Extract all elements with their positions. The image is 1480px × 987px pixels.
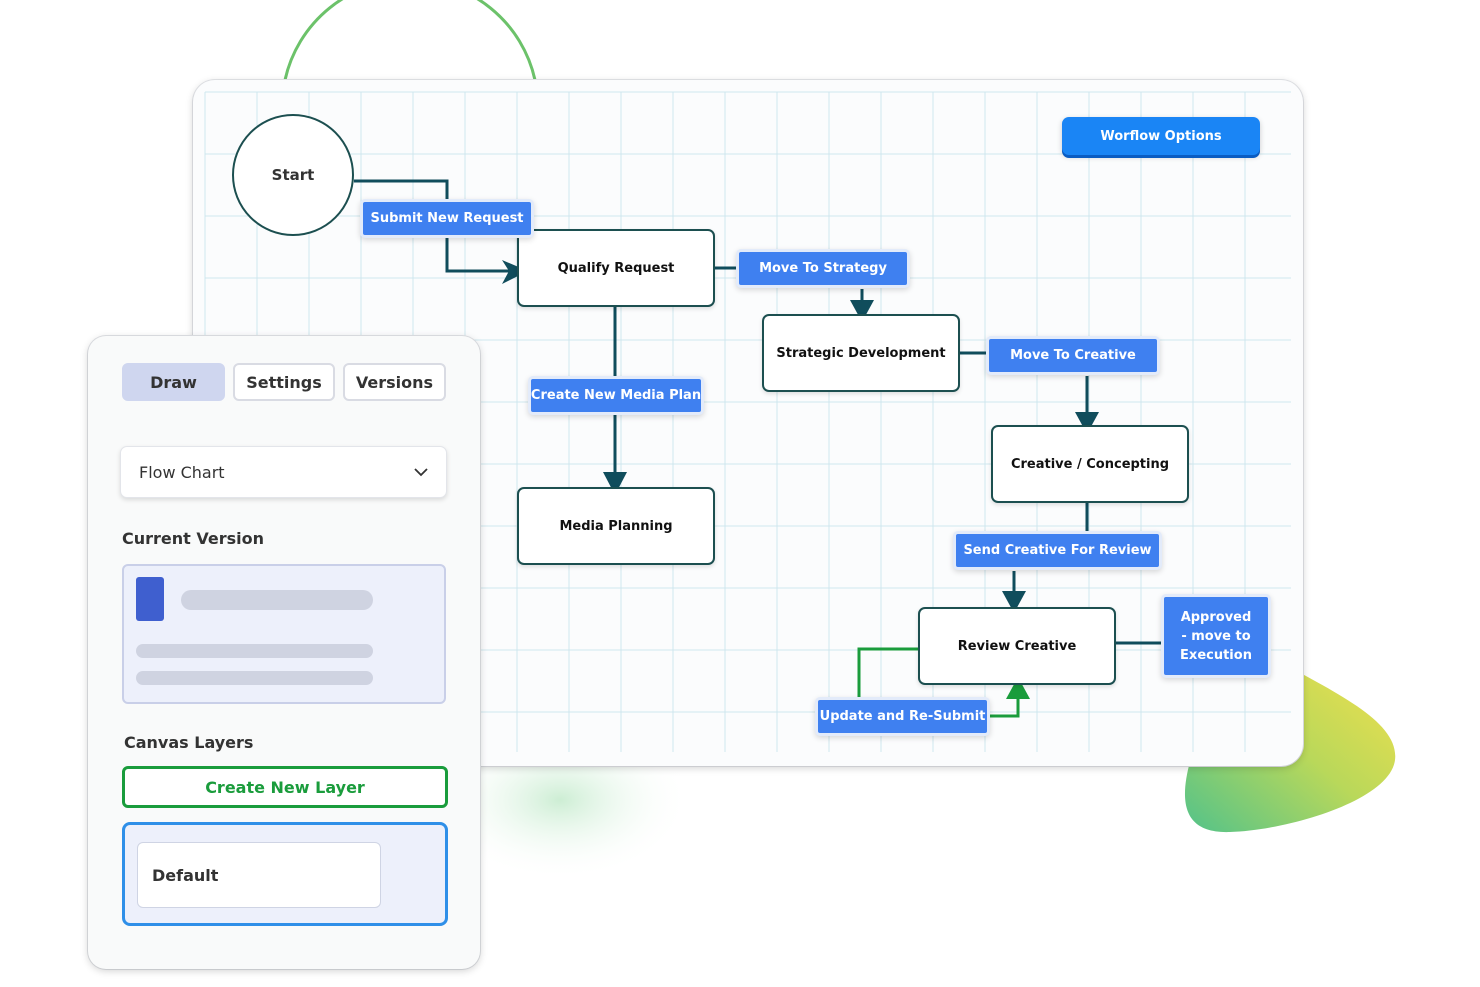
tool-panel: Draw Settings Versions Flow Chart Curren… — [88, 336, 480, 969]
transition-approved-move-to-execution[interactable]: Approved - move to Execution — [1161, 594, 1271, 678]
approved-line-3: Execution — [1180, 647, 1252, 663]
version-line-placeholder — [136, 671, 373, 685]
transition-create-new-media-plan[interactable]: Create New Media Plan — [528, 376, 704, 415]
tab-settings[interactable]: Settings — [233, 363, 335, 401]
chevron-down-icon — [414, 467, 428, 476]
node-media-planning[interactable]: Media Planning — [517, 487, 715, 565]
layer-item-default[interactable]: Default — [137, 842, 381, 908]
transition-move-to-creative[interactable]: Move To Creative — [986, 336, 1160, 375]
approved-line-1: Approved — [1180, 609, 1252, 625]
node-qualify-request[interactable]: Qualify Request — [517, 229, 715, 307]
start-node[interactable]: Start — [232, 114, 354, 236]
canvas-layers-label: Canvas Layers — [124, 733, 254, 752]
chart-type-dropdown[interactable]: Flow Chart — [120, 446, 447, 498]
workflow-options-button[interactable]: Worflow Options — [1062, 117, 1260, 155]
transition-move-to-strategy[interactable]: Move To Strategy — [736, 249, 910, 288]
tab-versions[interactable]: Versions — [343, 363, 446, 401]
layer-list-card: Default — [122, 822, 448, 926]
transition-submit-new-request[interactable]: Submit New Request — [360, 199, 534, 238]
node-creative-concepting[interactable]: Creative / Concepting — [991, 425, 1189, 503]
tab-draw[interactable]: Draw — [122, 363, 225, 401]
current-version-label: Current Version — [122, 529, 265, 548]
transition-send-creative-for-review[interactable]: Send Creative For Review — [953, 531, 1162, 570]
version-line-placeholder — [136, 644, 373, 658]
approved-line-2: - move to — [1181, 628, 1251, 644]
create-new-layer-button[interactable]: Create New Layer — [122, 766, 448, 808]
current-version-card[interactable] — [122, 564, 446, 704]
transition-update-and-resubmit[interactable]: Update and Re-Submit — [815, 697, 990, 736]
node-review-creative[interactable]: Review Creative — [918, 607, 1116, 685]
dropdown-value: Flow Chart — [139, 462, 225, 482]
node-strategic-development[interactable]: Strategic Development — [762, 314, 960, 392]
version-title-placeholder — [181, 590, 373, 610]
version-thumbnail — [136, 577, 164, 621]
